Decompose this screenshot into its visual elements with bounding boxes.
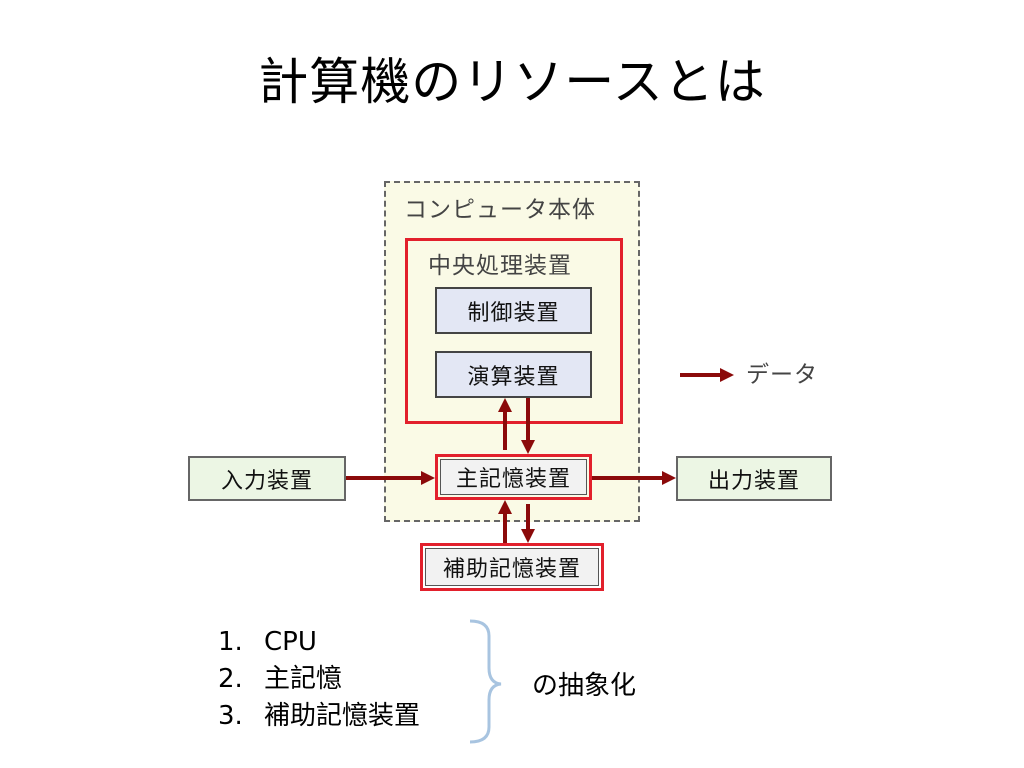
cpu-box <box>405 238 623 424</box>
control-unit-box: 制御装置 <box>435 287 592 334</box>
list-item: 3.補助記憶装置 <box>218 701 421 731</box>
main-memory-label: 主記憶装置 <box>440 459 587 495</box>
auxiliary-storage-box: 補助記憶装置 <box>420 543 604 591</box>
cpu-label: 中央処理装置 <box>428 253 572 279</box>
input-device-box: 入力装置 <box>188 456 346 501</box>
arrowhead-legend <box>720 368 734 382</box>
legend-data-label: データ <box>746 362 818 388</box>
resource-list: 1.CPU 2.主記憶 3.補助記憶装置 <box>218 624 420 735</box>
arrowhead-input <box>421 471 435 485</box>
arrowhead-up-memory <box>498 500 512 514</box>
arrowhead-down-aux <box>521 529 535 543</box>
arrowhead-up-alu <box>498 398 512 412</box>
list-item: 2.主記憶 <box>218 664 343 694</box>
arrowhead-output <box>662 471 676 485</box>
auxiliary-storage-label: 補助記憶装置 <box>425 548 599 586</box>
arrowhead-down-memory <box>521 440 535 454</box>
computer-body-label: コンピュータ本体 <box>404 197 596 223</box>
slide-title: 計算機のリソースとは <box>258 53 766 111</box>
arithmetic-unit-box: 演算装置 <box>435 351 592 398</box>
output-device-box: 出力装置 <box>676 456 832 501</box>
abstraction-label: の抽象化 <box>532 671 637 701</box>
main-memory-box: 主記憶装置 <box>435 454 592 500</box>
list-item: 1.CPU <box>218 627 317 657</box>
